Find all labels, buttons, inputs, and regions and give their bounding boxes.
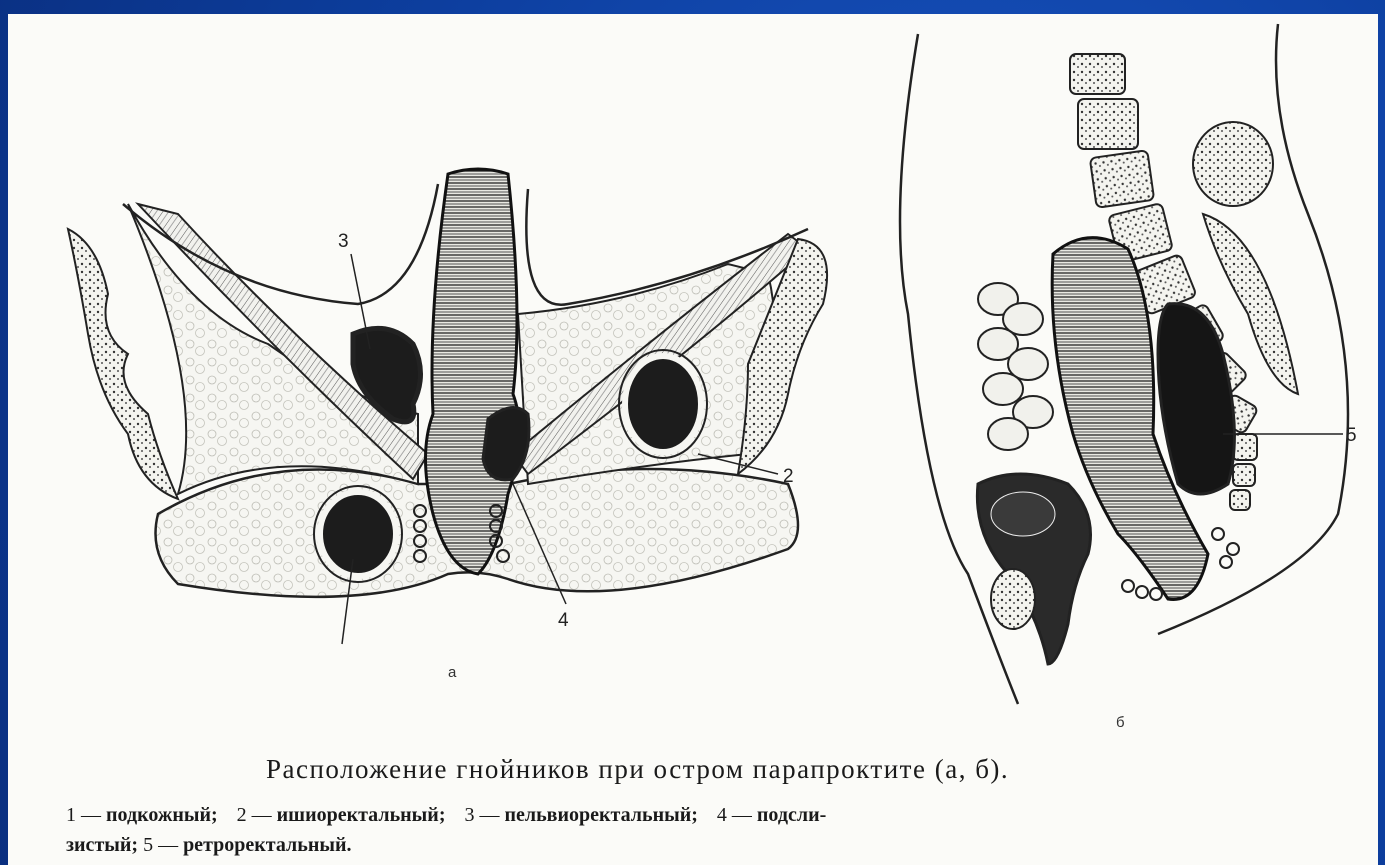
panel-b-label: б xyxy=(1116,714,1125,731)
panel-a-label: а xyxy=(448,664,457,681)
subcutaneous-abscess xyxy=(320,492,396,576)
submucosal-abscess xyxy=(483,408,529,480)
pubic-bone xyxy=(991,569,1035,629)
legend-item-4-cont: зистый; xyxy=(66,834,138,856)
legend-item-3-num: 3 — xyxy=(464,804,499,826)
marker-4: 4 xyxy=(558,610,569,631)
legend-item-2-num: 2 — xyxy=(237,804,272,826)
legend-item-5-num: 5 — xyxy=(143,834,178,856)
figure-caption: Расположение гнойников при остром парапр… xyxy=(266,754,1336,785)
panel-a: 3 2 4 а xyxy=(68,169,827,681)
panel-b: 5 б xyxy=(900,24,1357,731)
figure-sheet: 3 2 4 а xyxy=(8,14,1378,865)
marker-3: 3 xyxy=(338,231,349,252)
figure-legend: 1 — подкожный; 2 — ишиоректальный; 3 — п… xyxy=(66,800,1326,860)
anatomical-diagram: 3 2 4 а xyxy=(8,14,1378,865)
retrorectal-abscess xyxy=(1158,304,1234,494)
legend-item-1-num: 1 — xyxy=(66,804,101,826)
legend-item-4-text: подсли- xyxy=(757,804,826,826)
legend-item-5-text: ретроректальный. xyxy=(183,834,351,856)
legend-item-1-text: подкожный; xyxy=(106,804,218,826)
legend-item-2-text: ишиоректальный; xyxy=(277,804,446,826)
marker-5: 5 xyxy=(1346,425,1357,446)
legend-item-4-num: 4 — xyxy=(717,804,752,826)
posterior-bone xyxy=(1193,122,1273,206)
ischiorectal-abscess xyxy=(625,356,701,452)
legend-item-3-text: пельвиоректальный; xyxy=(504,804,697,826)
small-bowel xyxy=(978,283,1053,450)
marker-2: 2 xyxy=(783,466,794,487)
rectum xyxy=(426,169,520,574)
